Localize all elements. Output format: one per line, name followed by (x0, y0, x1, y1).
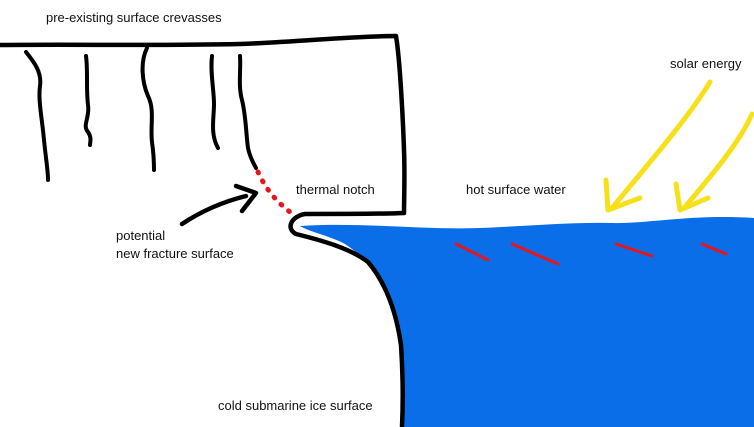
crevasse (83, 54, 93, 147)
crevasse (24, 50, 50, 182)
crevasse (237, 54, 258, 170)
heat-mark (700, 242, 728, 256)
heat-mark (510, 242, 560, 266)
potential-fracture-line (255, 169, 293, 215)
label-fracture-line1: potential (116, 228, 165, 243)
solar-arrows-icon (603, 79, 754, 213)
solar-arrow-2 (681, 111, 754, 211)
label-thermal-notch: thermal notch (296, 182, 375, 197)
crevasse (140, 46, 156, 172)
pointer-arrow-icon (179, 183, 259, 227)
label-solar-energy: solar energy (670, 56, 742, 71)
ice-cliff-outline (0, 33, 407, 427)
label-fracture-line2: new fracture surface (116, 246, 234, 261)
heat-marks (454, 242, 728, 266)
crevasse (209, 54, 220, 150)
solar-arrow-1 (609, 79, 713, 211)
label-cold-surface: cold submarine ice surface (218, 398, 373, 413)
ocean-water (300, 217, 754, 427)
label-hot-surface-water: hot surface water (466, 182, 566, 197)
surface-crevasses (24, 46, 258, 182)
label-crevasses: pre-existing surface crevasses (46, 10, 222, 25)
heat-mark (454, 242, 490, 262)
heat-mark (614, 242, 654, 258)
